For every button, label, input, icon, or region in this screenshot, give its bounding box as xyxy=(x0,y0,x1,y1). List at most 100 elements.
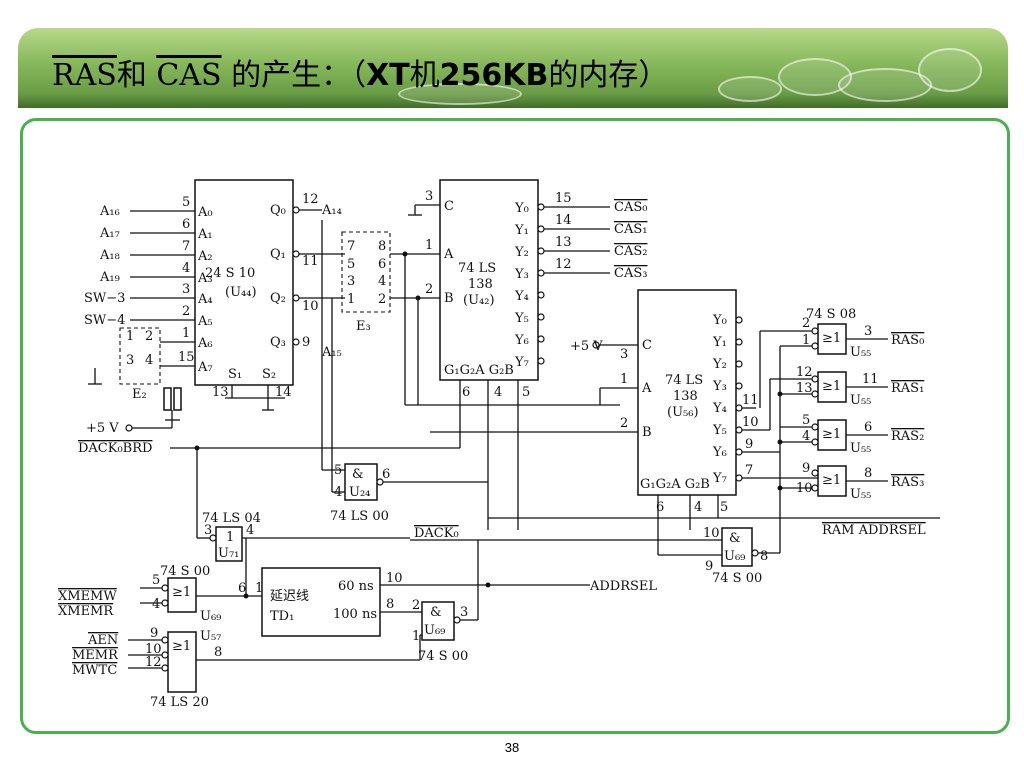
svg-text:15: 15 xyxy=(555,191,572,206)
signal-xmemr: XMEMR xyxy=(58,604,114,619)
svg-text:13: 13 xyxy=(796,381,813,396)
svg-text:4: 4 xyxy=(802,429,810,444)
svg-text:8: 8 xyxy=(760,549,768,564)
svg-text:7: 7 xyxy=(182,239,190,254)
content-frame xyxy=(20,118,1010,734)
svg-text:7: 7 xyxy=(347,239,355,254)
svg-text:2: 2 xyxy=(425,282,433,297)
svg-text:A₆: A₆ xyxy=(197,336,213,351)
svg-text:U₅₅: U₅₅ xyxy=(850,441,871,456)
decor-bubble xyxy=(718,76,782,102)
svg-text:4: 4 xyxy=(334,485,342,500)
signal-ram-addrsel: RAM ADDRSEL xyxy=(822,523,926,538)
e2-pins-bottom: 3 xyxy=(126,353,134,368)
title-rest1: 的产生：（ xyxy=(221,58,367,93)
svg-text:4: 4 xyxy=(378,274,386,289)
signal-xmemw: XMEMW xyxy=(58,589,117,604)
svg-text:9: 9 xyxy=(302,335,310,350)
svg-text:5: 5 xyxy=(152,573,160,588)
svg-text:≥1: ≥1 xyxy=(822,331,841,346)
svg-text:5: 5 xyxy=(720,500,728,515)
signal-sw3: SW−3 xyxy=(84,291,125,306)
svg-text:≥1: ≥1 xyxy=(822,379,841,394)
chip-u42-label: 74 LS xyxy=(458,261,496,276)
svg-text:S₂: S₂ xyxy=(262,367,276,382)
svg-text:5: 5 xyxy=(182,195,190,210)
signal-cas0: CAS₀ xyxy=(614,200,647,215)
decor-bubble xyxy=(398,83,522,105)
svg-text:1: 1 xyxy=(425,238,433,253)
svg-text:9: 9 xyxy=(705,559,713,574)
svg-text:Y₁: Y₁ xyxy=(712,335,727,350)
svg-text:A: A xyxy=(443,247,454,262)
resistor xyxy=(173,387,182,411)
svg-text:3: 3 xyxy=(204,523,212,538)
svg-text:10: 10 xyxy=(742,415,759,430)
svg-text:Y₃: Y₃ xyxy=(514,267,529,282)
signal-cas1: CAS₁ xyxy=(614,222,647,237)
decor-bubble xyxy=(778,58,852,96)
signal-ras1: RAS₁ xyxy=(891,381,924,396)
svg-text:A₄: A₄ xyxy=(197,292,213,307)
svg-text:138: 138 xyxy=(673,389,698,404)
svg-text:8: 8 xyxy=(864,466,872,481)
chip-u56-label: 74 LS xyxy=(665,373,703,388)
signal-a18: A₁₈ xyxy=(99,248,120,263)
svg-text:3: 3 xyxy=(425,189,433,204)
signal-aen: AEN xyxy=(87,633,118,648)
jumper-e3 xyxy=(341,231,391,313)
delay-line-td1 xyxy=(261,567,381,637)
svg-text:A₂: A₂ xyxy=(197,249,213,264)
svg-text:Y₂: Y₂ xyxy=(514,245,529,260)
svg-text:5: 5 xyxy=(334,463,342,478)
svg-text:≥1: ≥1 xyxy=(172,639,191,654)
svg-text:U₅₅: U₅₅ xyxy=(850,487,871,502)
signal-addrsel: ADDRSEL xyxy=(589,579,657,594)
svg-text:2: 2 xyxy=(182,304,190,319)
svg-text:1: 1 xyxy=(620,372,628,387)
svg-text:12: 12 xyxy=(555,257,572,272)
svg-text:(U₅₆): (U₅₆) xyxy=(667,405,699,420)
svg-text:4: 4 xyxy=(494,385,502,400)
svg-text:Y₀: Y₀ xyxy=(712,313,727,328)
svg-text:≥1: ≥1 xyxy=(822,473,841,488)
svg-text:2: 2 xyxy=(802,316,810,331)
title-ras: RAS xyxy=(52,58,117,93)
u57-label: 74 LS 20 xyxy=(150,695,209,710)
svg-text:5: 5 xyxy=(522,385,530,400)
svg-text:2: 2 xyxy=(620,416,628,431)
gate-u69-right xyxy=(721,527,753,567)
svg-text:B: B xyxy=(642,425,652,440)
svg-text:3: 3 xyxy=(864,324,872,339)
svg-text:Y₂: Y₂ xyxy=(712,357,727,372)
signal-cas2: CAS₂ xyxy=(614,244,647,259)
svg-text:12: 12 xyxy=(302,192,319,207)
svg-text:3: 3 xyxy=(620,347,628,362)
svg-text:4: 4 xyxy=(694,500,702,515)
svg-text:Q₁: Q₁ xyxy=(270,247,286,262)
svg-text:13: 13 xyxy=(555,235,572,250)
svg-text:10: 10 xyxy=(302,299,319,314)
svg-text:2: 2 xyxy=(412,598,420,613)
decor-bubble xyxy=(918,48,982,92)
svg-text:A₇: A₇ xyxy=(197,360,213,375)
svg-text:4: 4 xyxy=(145,353,153,368)
chip-u44-ref: (U₄₄) xyxy=(225,285,257,300)
svg-text:9: 9 xyxy=(745,437,753,452)
signal-sw4: SW−4 xyxy=(84,313,125,328)
svg-text:A₁: A₁ xyxy=(197,227,213,242)
u71-label: 74 LS 04 xyxy=(202,511,261,526)
gate-u69-left xyxy=(167,577,197,613)
svg-text:15: 15 xyxy=(178,350,195,365)
signal-mwtc: MWTC xyxy=(72,663,117,678)
chip-u42 xyxy=(439,179,539,381)
svg-text:9: 9 xyxy=(150,626,158,641)
svg-text:&: & xyxy=(352,467,364,482)
svg-text:≥1: ≥1 xyxy=(822,427,841,442)
signal-dack0brd: DACK₀BRD xyxy=(78,441,152,456)
svg-text:4: 4 xyxy=(152,597,160,612)
svg-text:2: 2 xyxy=(378,292,386,307)
e3-label: E₃ xyxy=(356,319,371,334)
